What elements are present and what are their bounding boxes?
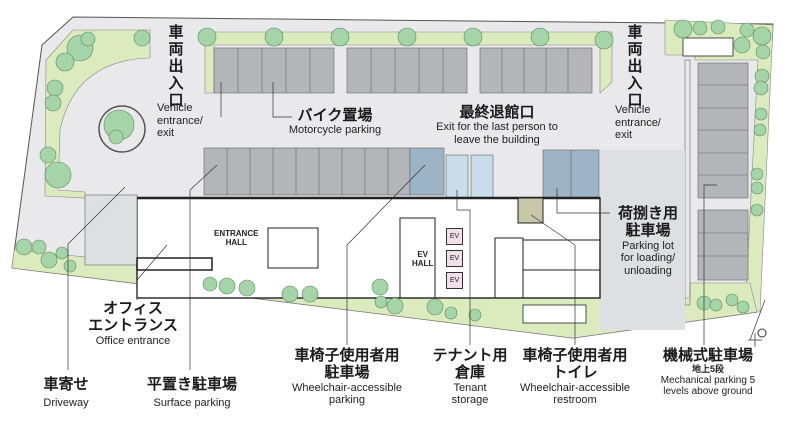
l2: HALL bbox=[225, 238, 247, 248]
en1: Exit for the last person to bbox=[436, 121, 558, 134]
jp2: トイレ bbox=[552, 364, 598, 382]
jp: 平置き駐車場 bbox=[146, 376, 238, 393]
en1: Parking lot bbox=[622, 239, 674, 252]
building bbox=[84, 37, 734, 324]
jp1: オフィス bbox=[103, 300, 163, 317]
en1: Mechanical parking 5 bbox=[660, 374, 756, 386]
en1: Tenant bbox=[453, 381, 487, 394]
top-parking bbox=[213, 47, 593, 94]
driveway-label: 車寄せ Driveway bbox=[43, 376, 88, 410]
elevator-2: EV bbox=[446, 250, 463, 267]
vehicle-entrance-left-en: Vehicle entrance/ exit bbox=[157, 102, 203, 140]
sub: 地上5段 bbox=[691, 364, 724, 375]
left-planting bbox=[44, 29, 151, 199]
en3: unloading bbox=[624, 264, 672, 277]
en2: leave the building bbox=[454, 133, 540, 146]
en: Surface parking bbox=[153, 397, 231, 410]
en1: Wheelchair-accessible bbox=[291, 381, 403, 394]
l1: ENTRANCE bbox=[214, 229, 259, 238]
jp: バイク置場 bbox=[297, 107, 373, 124]
compass-icon bbox=[757, 328, 767, 338]
en2: restroom bbox=[553, 394, 597, 407]
en: Office entrance bbox=[95, 334, 171, 347]
en2: storage bbox=[451, 394, 489, 407]
leader-lines bbox=[67, 82, 766, 370]
en: Driveway bbox=[43, 397, 89, 410]
vehicle-entrance-right-en: Vehicle entrance/ exit bbox=[615, 104, 661, 142]
jp2: 駐車場 bbox=[625, 222, 671, 240]
elevator-3: EV bbox=[446, 272, 463, 289]
jp: 機械式駐車場 bbox=[662, 347, 753, 364]
jp1: 車椅子使用者用 bbox=[294, 347, 400, 364]
mechanical-parking bbox=[684, 59, 749, 306]
surface-parking-label: 平置き駐車場 Surface parking bbox=[147, 376, 237, 410]
trees bbox=[15, 19, 772, 322]
vehicle-entrance-right-jp: 車両出入口 bbox=[627, 24, 643, 109]
jp2: エントランス bbox=[88, 317, 178, 335]
jp2: 倉庫 bbox=[454, 364, 486, 382]
en2: for loading/ bbox=[620, 252, 676, 265]
l1: EV bbox=[417, 250, 428, 259]
jp1: テナント用 bbox=[432, 347, 508, 364]
vehicle-entrance-left-jp: 車両出入口 bbox=[168, 24, 184, 109]
en2: parking bbox=[328, 394, 366, 407]
jp2: 駐車場 bbox=[324, 364, 370, 382]
en2: levels above ground bbox=[663, 386, 753, 398]
en1: Wheelchair-accessible bbox=[519, 381, 631, 394]
surface-parking-row bbox=[203, 147, 600, 206]
jp1: 車椅子使用者用 bbox=[522, 347, 628, 364]
en: Motorcycle parking bbox=[288, 124, 382, 137]
roundabout bbox=[98, 105, 146, 153]
jp1: 荷捌き用 bbox=[617, 205, 679, 222]
jp: 最終退館口 bbox=[459, 104, 535, 121]
jp: 車寄せ bbox=[43, 376, 89, 393]
l2: HALL bbox=[412, 259, 434, 269]
elevator-1: EV bbox=[446, 228, 463, 245]
